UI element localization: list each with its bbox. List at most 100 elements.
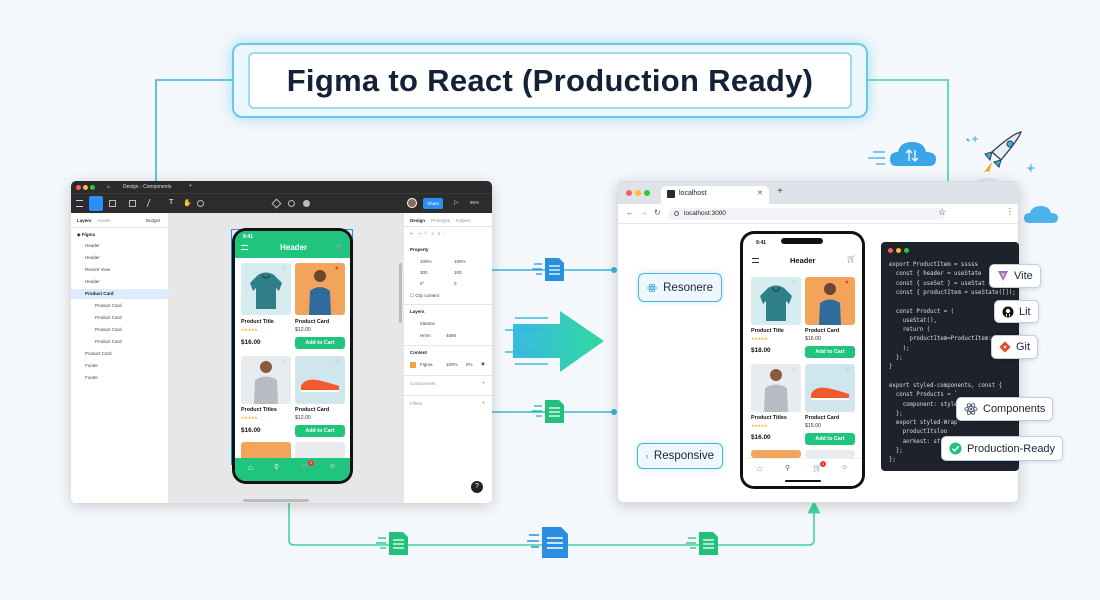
pen-tool-icon[interactable]	[146, 199, 157, 207]
avatar[interactable]	[407, 198, 417, 208]
layer-row[interactable]: Header	[71, 241, 169, 251]
heart-icon[interactable]: ♡	[335, 360, 341, 366]
minimize-dot[interactable]	[635, 190, 641, 196]
product-image[interactable]	[241, 442, 291, 462]
prop-y[interactable]: 100%	[454, 259, 466, 264]
bookmark-icon[interactable]: ☆	[938, 207, 947, 217]
move-tool-icon[interactable]	[89, 196, 103, 211]
add-to-cart-button[interactable]: Add to Cart	[805, 433, 855, 445]
layer-row[interactable]: Footer	[71, 361, 169, 371]
fill-icon[interactable]	[303, 200, 310, 207]
close-tab-icon[interactable]: ✕	[757, 190, 763, 197]
layer-row-selected[interactable]: Product Card	[71, 289, 169, 299]
product-image[interactable]: ♡	[751, 364, 801, 412]
comment-tool-icon[interactable]	[197, 200, 204, 207]
layer-row[interactable]: Header	[71, 253, 169, 263]
new-tab-icon[interactable]: +	[777, 186, 783, 197]
component-icon[interactable]	[271, 198, 282, 209]
site-info-icon[interactable]	[674, 211, 679, 216]
mask-icon[interactable]	[288, 200, 295, 207]
prop-w[interactable]: 300	[420, 270, 428, 275]
maximize-dot[interactable]	[90, 185, 95, 190]
heart-icon[interactable]: ♥	[335, 266, 339, 272]
color-swatch[interactable]	[410, 362, 416, 368]
layer-row[interactable]: Product Card	[71, 313, 169, 323]
layer-row[interactable]: Product Card	[71, 349, 169, 359]
cart-icon[interactable]: 🛒	[813, 465, 822, 472]
content-opacity[interactable]: 100%	[446, 362, 458, 367]
layer-prop[interactable]: Hmm	[420, 333, 431, 338]
heart-icon[interactable]: ♡	[791, 281, 797, 287]
layer-row[interactable]: Product Card	[71, 325, 169, 335]
product-image[interactable]: ♡	[295, 356, 345, 404]
menu-icon[interactable]	[76, 200, 83, 207]
home-icon[interactable]: ⌂	[757, 464, 762, 473]
address-bar[interactable]: localhost:3000	[668, 208, 946, 220]
eye-icon[interactable]: ◉	[481, 361, 485, 366]
home-icon[interactable]: ⌂	[107, 184, 111, 190]
product-image[interactable]	[751, 450, 801, 458]
prop-x[interactable]: 100%	[420, 259, 432, 264]
search-icon[interactable]: ⚲	[274, 464, 280, 471]
heart-icon[interactable]: ♥	[845, 280, 849, 286]
close-dot[interactable]	[76, 185, 81, 190]
user-icon[interactable]: ☺	[841, 464, 849, 471]
prop-radius[interactable]: 0	[454, 281, 457, 286]
layer-prop-value[interactable]: 4566	[446, 333, 457, 338]
tab-layers[interactable]: Layers	[77, 218, 92, 223]
vertical-scrollbar[interactable]	[399, 263, 402, 323]
help-button[interactable]: ?	[471, 481, 483, 493]
tab-prototype[interactable]: Prototype	[431, 218, 451, 223]
share-button[interactable]: Share	[423, 198, 443, 209]
heart-icon[interactable]: ♡	[281, 267, 287, 273]
heart-icon[interactable]: ♡	[281, 360, 287, 366]
search-icon[interactable]: ⚲	[785, 465, 791, 472]
add-to-cart-button[interactable]: Add to Cart	[295, 337, 345, 349]
home-icon[interactable]: ⌂	[248, 463, 253, 472]
heart-icon[interactable]: ♡	[845, 368, 851, 374]
product-image[interactable]: ♡	[751, 277, 801, 325]
hand-tool-icon[interactable]: ✋	[183, 200, 192, 207]
product-image[interactable]: ♡	[805, 364, 855, 412]
product-image[interactable]: ♥	[805, 277, 855, 325]
menu-icon[interactable]	[752, 258, 759, 263]
layer-row[interactable]: Product Card	[71, 301, 169, 311]
cart-icon[interactable]: 🛒	[301, 464, 310, 471]
add-to-cart-button[interactable]: Add to Cart	[805, 346, 855, 358]
play-icon[interactable]: ▷	[454, 200, 459, 206]
zoom-level[interactable]: 85%	[470, 200, 480, 205]
add-to-cart-button[interactable]: Add to Cart	[295, 425, 345, 437]
text-tool-icon[interactable]: T	[169, 199, 174, 206]
horizontal-scrollbar[interactable]	[243, 499, 309, 502]
product-image[interactable]: ♡	[241, 356, 291, 404]
product-image[interactable]: ♥	[295, 263, 345, 315]
align-icons[interactable]: ⊢⊣⊤⊥≡⫶	[410, 231, 448, 236]
product-image[interactable]: ♡	[241, 263, 291, 315]
maximize-dot[interactable]	[644, 190, 650, 196]
reload-icon[interactable]: ↻	[654, 208, 661, 217]
browser-tab[interactable]: localhost ✕	[661, 186, 769, 204]
close-dot[interactable]	[626, 190, 632, 196]
content-value[interactable]: 0%	[466, 362, 473, 367]
product-image[interactable]	[805, 450, 855, 458]
tab-inspect[interactable]: Inspect	[456, 218, 471, 223]
back-icon[interactable]: ←	[626, 208, 634, 217]
heart-icon[interactable]: ♡	[791, 368, 797, 374]
layer-row[interactable]: Recent View	[71, 265, 169, 275]
more-icon[interactable]: ⋮	[1006, 207, 1014, 216]
minimize-dot[interactable]	[83, 185, 88, 190]
cart-icon[interactable]: 🛒	[335, 244, 344, 251]
page-item[interactable]: ◈ Figma	[77, 232, 95, 237]
menu-icon[interactable]	[241, 245, 248, 250]
cart-icon[interactable]: 🛒	[847, 256, 856, 263]
new-tab-icon[interactable]: +	[189, 183, 192, 189]
layer-row[interactable]: Footer	[71, 373, 169, 383]
tab-design[interactable]: Design	[410, 218, 426, 223]
prop-rotation[interactable]: 0°	[420, 281, 425, 286]
forward-icon[interactable]: →	[640, 208, 648, 217]
figma-tab[interactable]: Design - Components	[123, 184, 172, 190]
shape-tool-icon[interactable]	[129, 200, 136, 207]
layer-row[interactable]: Product Card	[71, 337, 169, 347]
prop-h[interactable]: 100	[454, 270, 462, 275]
frame-tool-icon[interactable]	[109, 200, 116, 207]
